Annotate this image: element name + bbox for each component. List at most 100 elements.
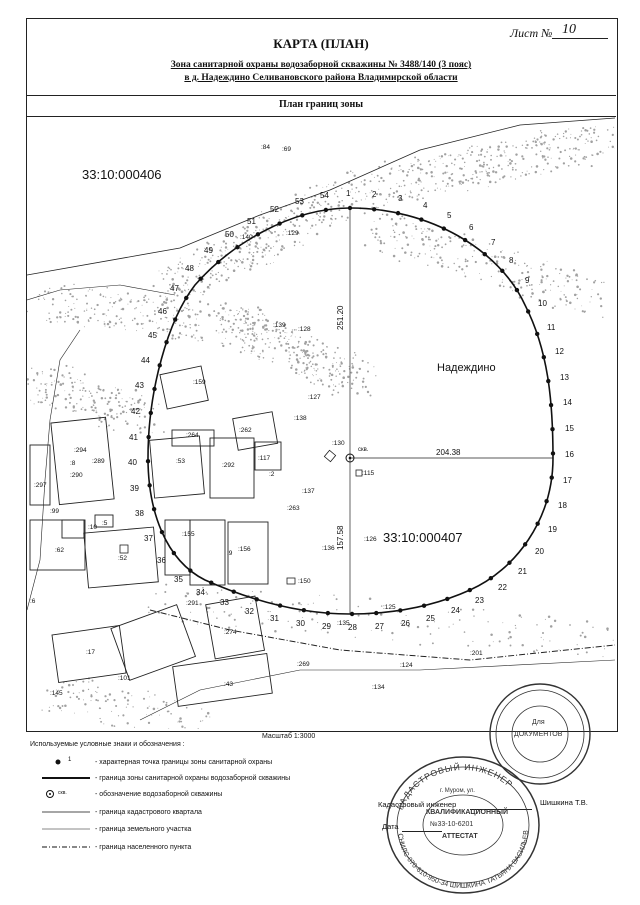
terrain-dot [174, 292, 176, 294]
terrain-dot [64, 299, 67, 302]
terrain-dot [459, 182, 461, 185]
terrain-dot [221, 250, 222, 252]
terrain-dot [43, 297, 45, 299]
terrain-dot [177, 318, 179, 320]
terrain-dot [392, 639, 394, 641]
terrain-dot [309, 361, 311, 363]
terrain-dot [405, 236, 408, 239]
terrain-dot [453, 164, 456, 166]
terrain-dot [228, 314, 230, 316]
parcel-label: :289 [92, 458, 105, 465]
parcel-label: :269 [297, 661, 310, 668]
terrain-dot [430, 175, 434, 178]
terrain-dot [61, 374, 64, 377]
terrain-dot [375, 192, 379, 196]
terrain-dot [161, 328, 165, 332]
terrain-dot [447, 155, 449, 157]
terrain-dot [475, 160, 479, 163]
terrain-dot [126, 422, 129, 426]
terrain-dot [270, 231, 273, 235]
terrain-dot [429, 245, 431, 247]
terrain-dot [307, 343, 310, 346]
legend-item-quarter: - граница кадастрового квартала [40, 805, 202, 819]
terrain-dot [612, 639, 614, 641]
terrain-dot [68, 372, 71, 375]
zone-point [277, 603, 283, 608]
terrain-dot [285, 342, 288, 345]
terrain-dot [404, 193, 406, 195]
terrain-dot [332, 184, 335, 186]
terrain-dot [76, 316, 80, 319]
terrain-dot [332, 363, 334, 365]
terrain-dot [470, 177, 472, 180]
terrain-dot [514, 624, 517, 627]
terrain-dot [121, 690, 124, 693]
terrain-dot [565, 277, 567, 279]
terrain-dot [562, 132, 565, 135]
zone-point [445, 596, 450, 602]
terrain-dot [221, 342, 224, 345]
terrain-dot [543, 143, 545, 145]
terrain-dot [583, 635, 587, 639]
terrain-dot [438, 627, 440, 629]
terrain-dot [199, 263, 201, 265]
terrain-dot [515, 627, 517, 629]
terrain-dot [49, 287, 51, 290]
terrain-dot [302, 616, 304, 618]
terrain-dot [319, 215, 322, 218]
terrain-dot [512, 166, 514, 169]
documents-stamp: Для ДОКУМЕНТОВ [489, 683, 591, 785]
terrain-dot [211, 254, 214, 257]
terrain-dot [125, 706, 127, 708]
terrain-dot [138, 416, 141, 418]
section-title: План границ зоны [278, 99, 364, 110]
terrain-dot [351, 366, 355, 369]
zone-point-label: 16 [565, 450, 574, 459]
terrain-dot [320, 350, 323, 353]
terrain-dot [249, 264, 253, 268]
terrain-dot [183, 284, 185, 286]
terrain-dot [319, 204, 321, 205]
terrain-dot [414, 225, 417, 228]
terrain-dot [124, 325, 126, 327]
terrain-dot [449, 154, 452, 157]
terrain-dot [336, 346, 339, 349]
terrain-dot [125, 411, 128, 414]
terrain-dot [273, 261, 274, 263]
terrain-dot [89, 316, 92, 320]
settlement-label: Надеждино [437, 362, 496, 374]
terrain-dot [398, 170, 400, 172]
terrain-dot [309, 206, 312, 209]
terrain-dot [540, 132, 543, 134]
terrain-dot [257, 319, 260, 322]
terrain-dot [165, 701, 168, 704]
terrain-dot [310, 336, 313, 338]
stamp-center-2: АТТЕСТАТ [442, 833, 478, 840]
terrain-dot [358, 368, 360, 370]
legend-item-settlement-text: - граница населенного пункта [95, 843, 192, 851]
terrain-dot [341, 215, 343, 218]
terrain-dot [571, 279, 573, 281]
terrain-dot [454, 158, 457, 161]
zone-point-label: 25 [426, 614, 435, 623]
sheet-number: 10 [562, 22, 576, 37]
terrain-dot [497, 148, 500, 151]
terrain-dot [162, 700, 165, 703]
terrain-dot [501, 168, 503, 170]
terrain-dot [233, 315, 235, 317]
terrain-dot [458, 619, 461, 621]
terrain-dot [602, 316, 604, 318]
quarter-label-north: 33:10:000406 [82, 167, 162, 182]
terrain-dot [192, 732, 193, 733]
terrain-dot [379, 249, 382, 253]
terrain-dot [195, 329, 198, 332]
terrain-dot [131, 319, 134, 322]
terrain-dot [42, 397, 44, 399]
terrain-dot [198, 274, 201, 277]
terrain-dot [244, 267, 246, 270]
terrain-dot [275, 328, 278, 331]
terrain-dot [461, 157, 464, 160]
terrain-dot [566, 274, 569, 277]
terrain-dot [379, 241, 383, 245]
terrain-dot [157, 731, 159, 733]
